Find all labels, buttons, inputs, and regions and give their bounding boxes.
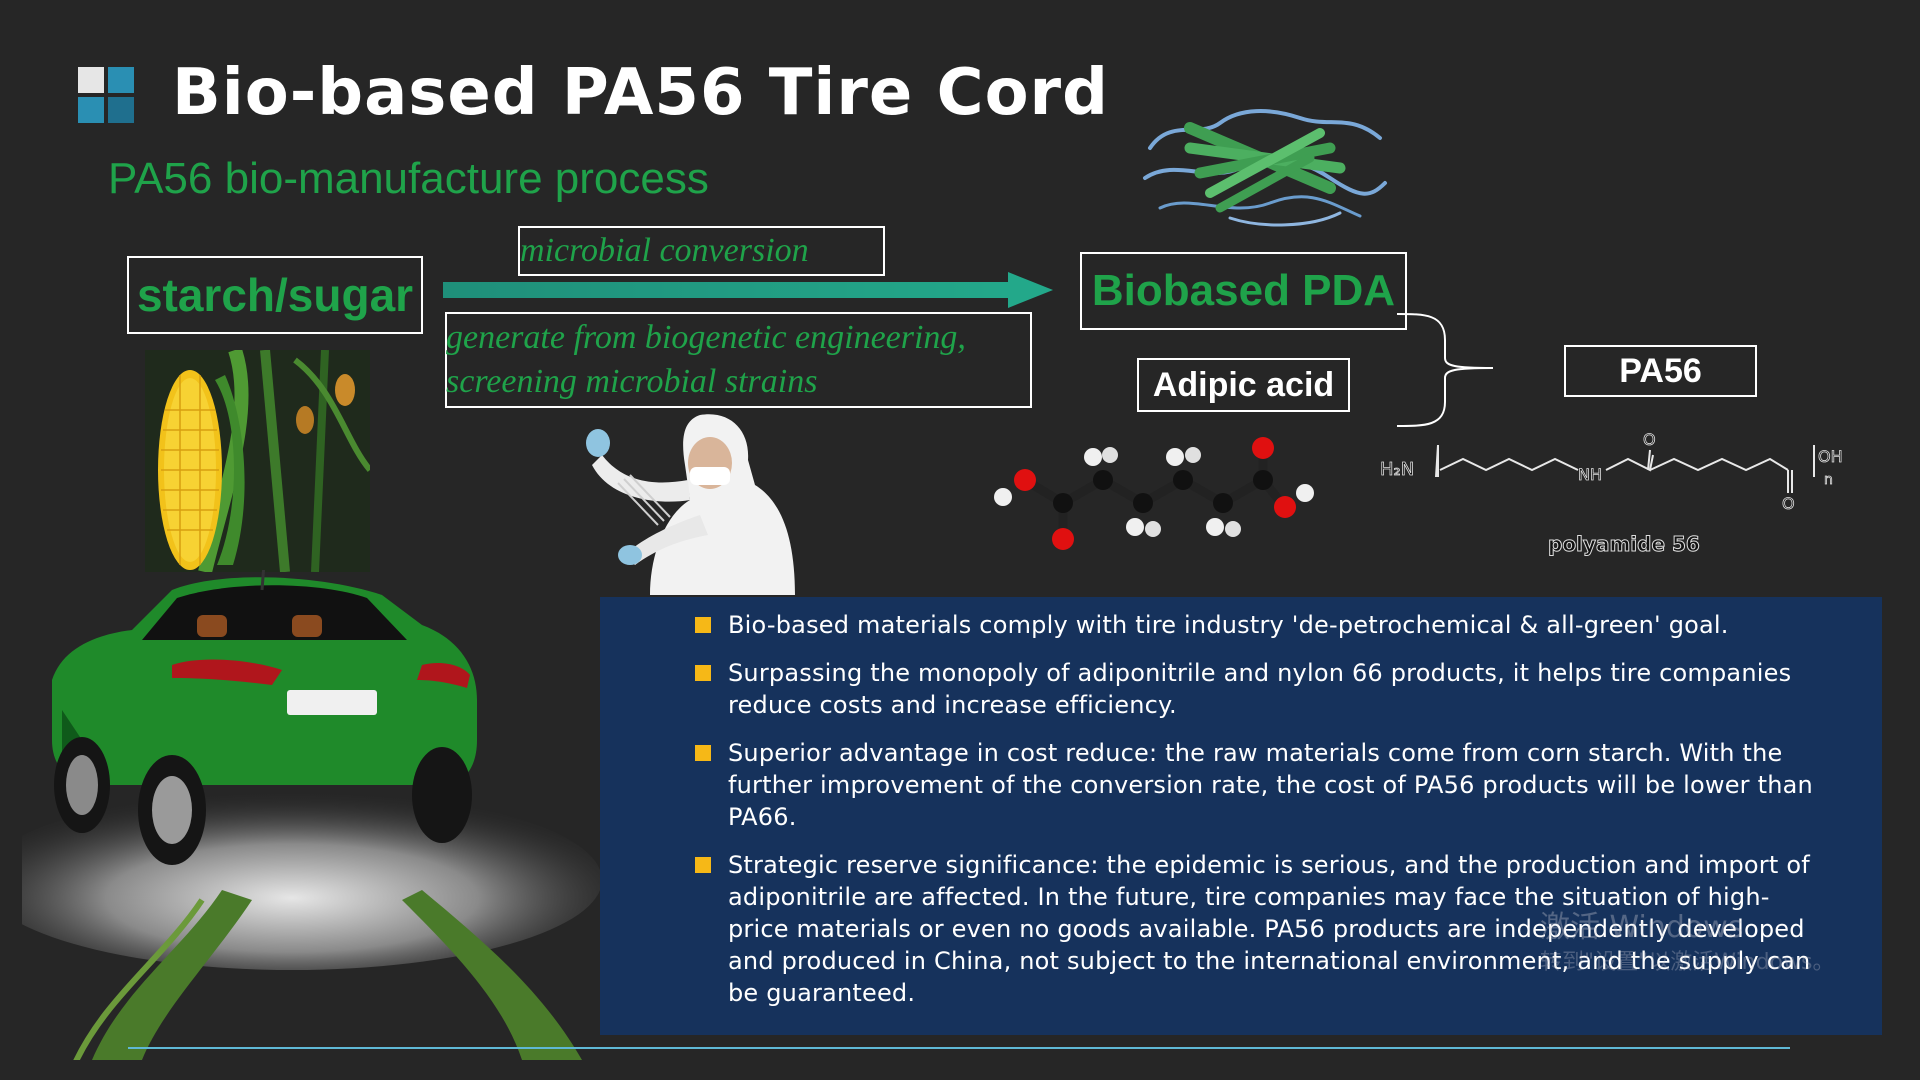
- adipic-acid-molecule-image: [994, 437, 1314, 550]
- polyamide-56-formula: H₂N NH O O OH n: [1380, 430, 1843, 514]
- microbial-conversion-label: microbial conversion: [520, 232, 809, 269]
- biogenetic-engineering-label: generate from biogenetic engineering, sc…: [446, 319, 966, 400]
- formula-nh: NH: [1578, 465, 1602, 484]
- formula-amine: H₂N: [1380, 459, 1414, 480]
- biogenetic-engineering-box: [445, 312, 1032, 408]
- bullet-square-icon: [695, 665, 711, 681]
- activate-windows-hint: 转到"设置"以激活Windows。: [1540, 950, 1835, 975]
- benefits-panel: Bio-based materials comply with tire ind…: [600, 597, 1882, 1035]
- formula-oxygen-top: O: [1643, 430, 1656, 449]
- bullet-square-icon: [695, 617, 711, 633]
- starch-sugar-label: starch/sugar: [136, 269, 414, 321]
- protein-structure-image: [1143, 109, 1387, 227]
- benefit-item: Strategic reserve significance: the epid…: [600, 849, 1882, 1009]
- formula-n: n: [1824, 472, 1833, 488]
- corn-image: [145, 350, 370, 572]
- benefit-text: Strategic reserve significance: the epid…: [728, 851, 1811, 1007]
- footer-divider: [128, 1047, 1790, 1049]
- biobased-pda-box: [1080, 252, 1407, 330]
- bullet-square-icon: [695, 857, 711, 873]
- formula-hydroxyl: OH: [1818, 447, 1843, 466]
- biobased-pda-label: Biobased PDA: [1091, 266, 1396, 315]
- scientist-image: [586, 414, 795, 595]
- page-subtitle: PA56 bio-manufacture process: [108, 154, 709, 203]
- curly-brace-icon: [1396, 313, 1494, 427]
- green-car-image: [22, 570, 602, 1060]
- activate-windows-watermark: 激活 Windows: [1540, 910, 1744, 945]
- starch-sugar-box: [127, 256, 423, 334]
- benefit-text: Bio-based materials comply with tire ind…: [728, 611, 1729, 639]
- polyamide-56-label: polyamide 56: [1548, 532, 1701, 557]
- benefit-item: Bio-based materials comply with tire ind…: [600, 609, 1882, 641]
- formula-oxygen-bottom: O: [1782, 494, 1795, 513]
- logo-squares-icon: [78, 67, 134, 123]
- microbial-conversion-box: [518, 226, 885, 276]
- pa56-label: PA56: [1619, 352, 1702, 390]
- pa56-box: [1564, 345, 1757, 397]
- bullet-square-icon: [695, 745, 711, 761]
- adipic-acid-label: Adipic acid: [1152, 366, 1335, 404]
- benefits-list: Bio-based materials comply with tire ind…: [600, 609, 1882, 1025]
- process-arrow-icon: [443, 272, 1053, 308]
- benefit-text: Surpassing the monopoly of adiponitrile …: [728, 659, 1792, 719]
- benefit-item: Surpassing the monopoly of adiponitrile …: [600, 657, 1882, 721]
- benefit-item: Superior advantage in cost reduce: the r…: [600, 737, 1882, 833]
- page-title: Bio-based PA56 Tire Cord: [172, 56, 1109, 130]
- benefit-text: Superior advantage in cost reduce: the r…: [728, 739, 1813, 831]
- adipic-acid-box: [1137, 358, 1350, 412]
